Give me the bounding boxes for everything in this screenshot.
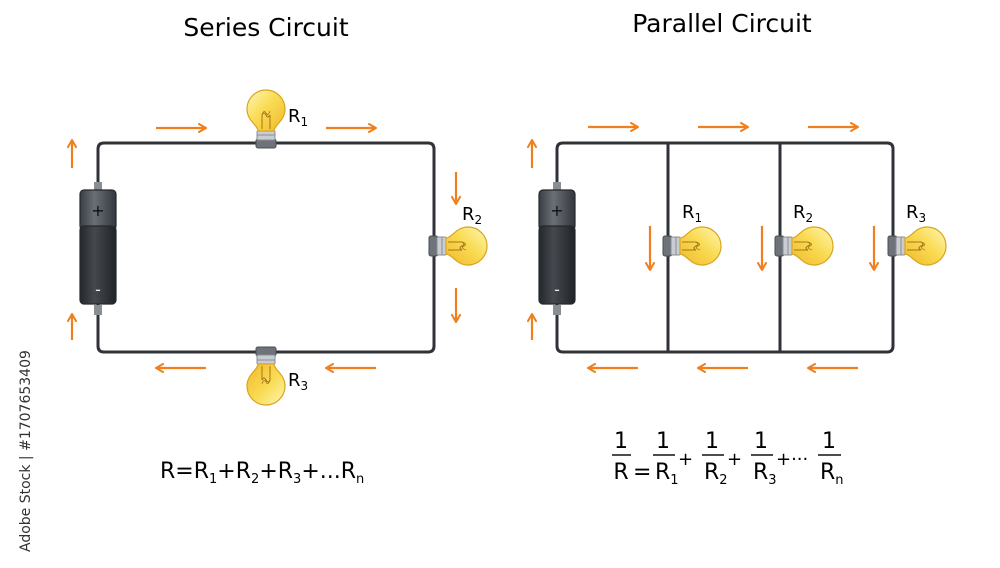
parallel-bulb-r2	[774, 226, 834, 266]
series-label-r3: R3	[288, 370, 308, 393]
formula-equals: =	[633, 460, 651, 485]
parallel-battery-minus: -	[554, 280, 560, 299]
parallel-wire-loop	[555, 141, 895, 354]
formula-numerator: 1	[614, 429, 628, 454]
series-battery-plus: +	[91, 201, 104, 220]
parallel-title: Parallel Circuit	[632, 9, 812, 38]
series-formula: R=R1+R2+R3+...Rn	[160, 459, 364, 487]
formula-ellipsis: +···	[776, 449, 808, 470]
formula-denominator: R1	[655, 460, 679, 488]
parallel-bulb-r1	[662, 226, 722, 266]
parallel-circuit: Parallel Circuit + - R1 R2 R3	[527, 9, 947, 488]
series-label-r2: R2	[462, 204, 482, 227]
formula-numerator: 1	[754, 429, 768, 454]
series-wire-loop	[96, 141, 436, 354]
series-battery: + -	[79, 182, 117, 315]
series-battery-minus: -	[95, 280, 101, 299]
formula-numerator: 1	[822, 429, 836, 454]
parallel-label-r2: R2	[793, 202, 813, 225]
series-circuit: Series Circuit + - R1 R2 R3	[67, 13, 488, 487]
parallel-label-r1: R1	[682, 202, 702, 225]
series-bulb-r3	[246, 346, 286, 406]
stock-id: Adobe Stock | #1707653409	[18, 350, 34, 552]
series-label-r1: R1	[288, 106, 308, 129]
formula-denominator: R2	[704, 460, 728, 488]
formula-plus: +	[727, 449, 742, 470]
formula-plus: +	[678, 449, 693, 470]
parallel-battery: + -	[538, 182, 576, 315]
formula-numerator: 1	[656, 429, 670, 454]
parallel-label-r3: R3	[906, 202, 926, 225]
formula-denominator: R	[613, 460, 628, 485]
parallel-bulb-r3	[887, 226, 947, 266]
series-title: Series Circuit	[183, 13, 348, 42]
series-bulb-r1	[246, 89, 286, 149]
formula-denominator: Rn	[820, 460, 844, 488]
series-bulb-r2	[428, 226, 488, 266]
parallel-battery-plus: +	[550, 201, 563, 220]
parallel-formula: 1 R = 1 R1 + 1 R2 + 1 R3 +··· 1 Rn	[612, 429, 844, 488]
formula-denominator: R3	[753, 460, 777, 488]
formula-numerator: 1	[705, 429, 719, 454]
